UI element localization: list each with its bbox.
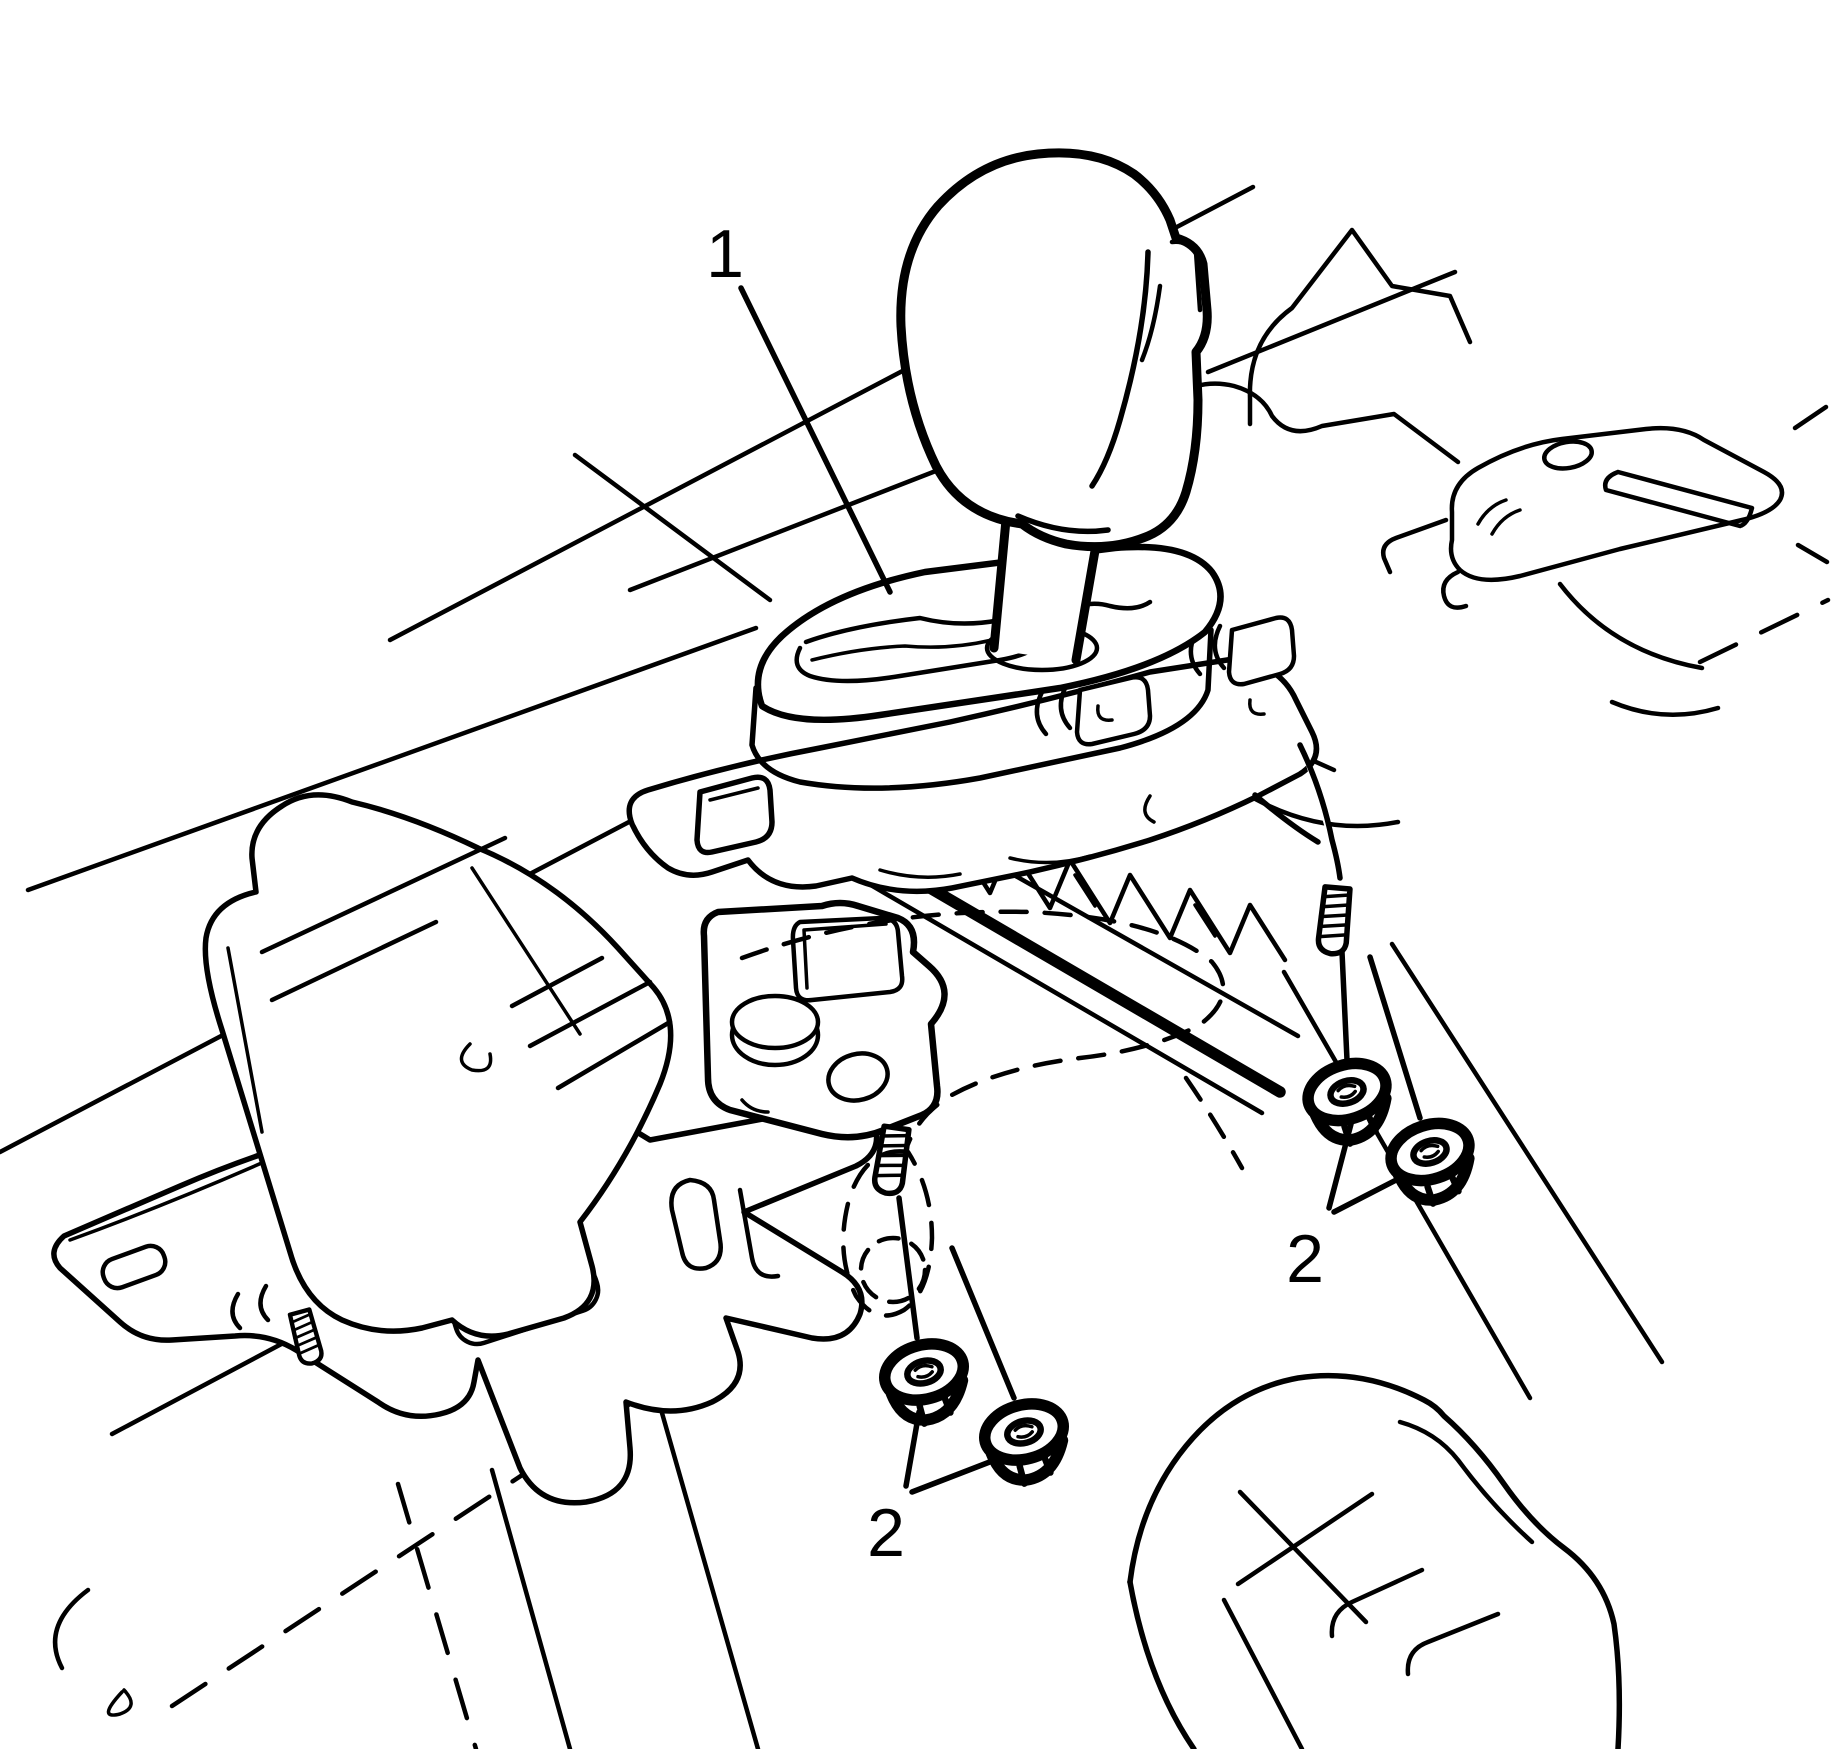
rear-stud-icon: [1317, 887, 1351, 955]
shift-cable-dashed-outline: [739, 909, 1245, 1318]
knob-seam: [1089, 249, 1151, 489]
shift-lever: [989, 515, 1101, 665]
leader-callout-1: [738, 285, 893, 595]
shift-knob: [896, 148, 1212, 552]
seat-riser-bracket: [1127, 1372, 1623, 1749]
front-nut-icon: [878, 1336, 975, 1431]
left-console-bracket: [202, 792, 674, 1339]
rear-nut-icon: [1384, 1114, 1484, 1212]
rear-nut-icon: [1301, 1054, 1401, 1152]
callout-label-2-front: 2: [867, 1495, 905, 1571]
callout-label-2-rear: 2: [1286, 1221, 1324, 1297]
shifter-housing: [626, 615, 1351, 955]
callout-labels: 1 2 2: [706, 216, 1324, 1571]
leader-callout-2-front: [896, 1195, 1017, 1495]
front-mounting-bracket: [700, 899, 948, 1195]
housing-corner-foot: [1252, 742, 1343, 881]
front-nut-icon: [978, 1396, 1075, 1491]
leader-callout-2-rear: [1326, 949, 1423, 1215]
right-floor-bracket: [1381, 425, 1785, 610]
callout-label-1: 1: [706, 216, 744, 292]
leader-lines: [738, 285, 1423, 1495]
